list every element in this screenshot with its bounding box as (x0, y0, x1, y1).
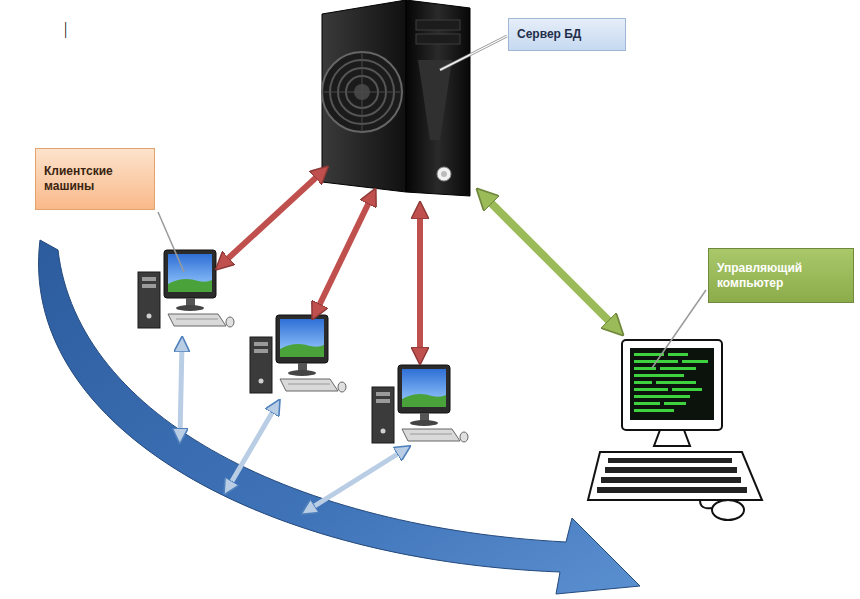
server-link-arrow (316, 196, 372, 312)
label-text: Управляющий компьютер (717, 261, 845, 291)
client-flow-arrow (228, 406, 276, 488)
client-pc (372, 365, 468, 443)
clients-label-box: Клиентские машины (35, 148, 155, 210)
client-pc (138, 250, 234, 328)
leader-line (158, 212, 184, 272)
label-text: Сервер БД (517, 27, 581, 42)
server-link-arrow (222, 172, 322, 264)
client-pc (250, 315, 346, 393)
admin-label-box: Управляющий компьютер (708, 248, 854, 303)
leader-line (652, 290, 706, 368)
managing-computer (588, 340, 762, 520)
client-flow-arrow (180, 344, 182, 436)
label-text: Клиентские машины (44, 164, 146, 194)
leader-line (440, 36, 507, 70)
admin-link-arrow (484, 196, 616, 328)
flow-arrow (39, 240, 640, 594)
text-cursor: | (64, 20, 67, 38)
client-flow-arrow (308, 450, 404, 510)
leader-line (440, 36, 507, 70)
server-label-box: Сервер БД (508, 18, 626, 51)
server-link-arrow (417, 210, 423, 356)
server-tower (322, 0, 470, 196)
